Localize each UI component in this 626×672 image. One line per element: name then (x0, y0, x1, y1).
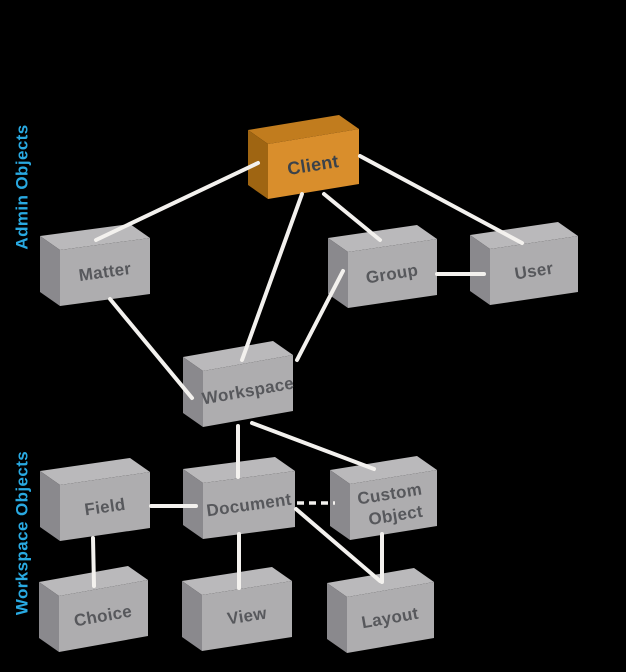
document-front-face (203, 471, 295, 539)
view-front-face (202, 581, 292, 651)
node-layout: Layout (327, 568, 434, 653)
group-front-face (348, 239, 437, 308)
edge-group-workspace (295, 269, 345, 362)
custom-object-front-face (350, 470, 437, 540)
edge-matter-workspace (108, 297, 194, 400)
custom-object-left-face (330, 470, 350, 540)
field-top-face (40, 458, 150, 485)
choice-left-face (39, 582, 59, 652)
node-document: Document (183, 457, 295, 539)
node-field: Field (40, 458, 150, 541)
custom-object-top-face (330, 456, 437, 484)
client-top-face (248, 115, 359, 144)
edge-client-group (322, 192, 382, 242)
workspace-top-face (183, 341, 293, 371)
matter-left-face (40, 236, 60, 306)
workspace-left-face (183, 357, 203, 427)
node-custom-object: Custom Object (330, 456, 437, 540)
edges (91, 154, 524, 590)
choice-front-face (59, 580, 148, 652)
layout-front-face (347, 582, 434, 653)
node-client: Client (248, 115, 359, 199)
node-workspace: Workspace (183, 341, 295, 427)
user-left-face (470, 235, 490, 305)
user-front-face (490, 236, 578, 305)
group-top-face (328, 225, 437, 252)
field-front-face (60, 472, 150, 541)
user-top-face (470, 222, 578, 249)
workspace-objects-section-label: Workspace Objects (13, 451, 32, 615)
layout-left-face (327, 583, 347, 653)
edge-client-user (358, 154, 524, 245)
matter-top-face (40, 224, 150, 250)
client-front-face (268, 129, 359, 199)
field-left-face (40, 471, 60, 541)
view-left-face (182, 581, 202, 651)
edge-document-layout (294, 507, 382, 583)
node-matter: Matter (40, 224, 150, 306)
edge-client-workspace (240, 192, 304, 362)
node-group: Group (328, 225, 437, 308)
admin-objects-section-label: Admin Objects (13, 124, 32, 249)
edge-field-choice (91, 536, 96, 588)
node-user: User (470, 222, 578, 305)
workspace-front-face (203, 355, 293, 427)
edge-workspace-custom-object (250, 421, 376, 471)
edge-matter-client (94, 161, 260, 242)
matter-front-face (60, 238, 150, 306)
